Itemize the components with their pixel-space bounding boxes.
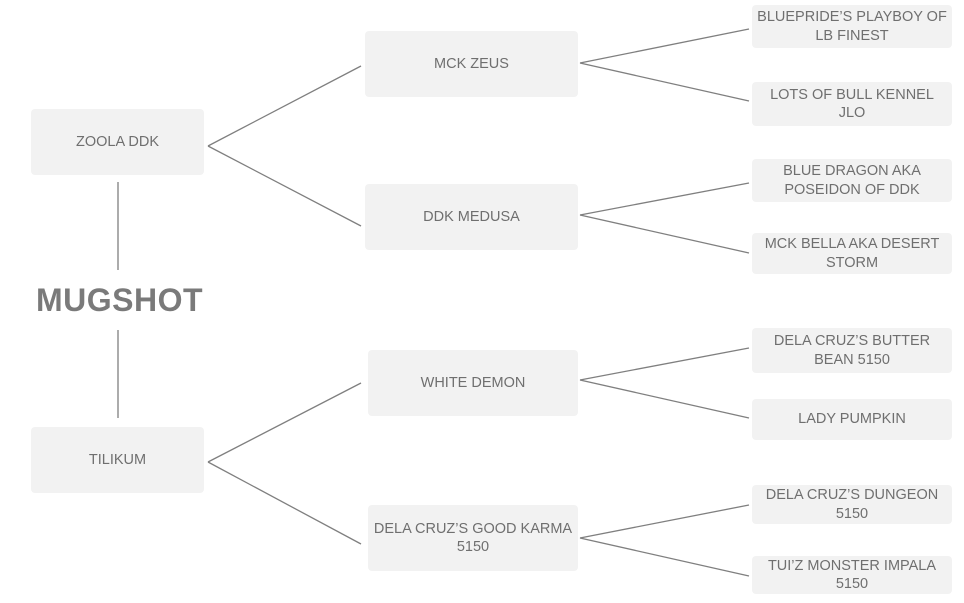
- sire-dam-sire-box: BLUE DRAGON AKA POSEIDON OF DDK: [752, 159, 952, 202]
- dam-dam-dam-box: TUI’Z MONSTER IMPALA 5150: [752, 556, 952, 594]
- sire-dam-box: DDK MEDUSA: [365, 184, 578, 250]
- connector-medusa-to-sire: [579, 182, 750, 216]
- connector-zeus-to-sire: [579, 28, 750, 64]
- connector-medusa-to-dam: [579, 214, 750, 254]
- connector-demon-to-dam: [579, 379, 750, 419]
- connector-dam-to-dam-dam: [207, 461, 362, 545]
- sire-sire-sire-box: BLUEPRIDE’S PLAYBOY OF LB FINEST: [752, 5, 952, 48]
- dam-dam-sire-box: DELA CRUZ’S DUNGEON 5150: [752, 485, 952, 524]
- sire-sire-box: MCK ZEUS: [365, 31, 578, 97]
- connector-karma-to-sire: [579, 504, 750, 539]
- dam-sire-sire-box: DELA CRUZ’S BUTTER BEAN 5150: [752, 328, 952, 373]
- connector-sire-to-sire-sire: [207, 65, 362, 147]
- dam-sire-box: WHITE DEMON: [368, 350, 578, 416]
- connector-sire-to-sire-dam: [207, 145, 362, 227]
- connector-zeus-to-dam: [579, 62, 750, 102]
- sire-box: ZOOLA DDK: [31, 109, 204, 175]
- connector-karma-to-dam: [579, 537, 750, 577]
- connector-demon-to-sire: [579, 347, 750, 381]
- dam-box: TILIKUM: [31, 427, 204, 493]
- subject-name: MUGSHOT: [36, 282, 204, 318]
- sire-sire-dam-box: LOTS OF BULL KENNEL JLO: [752, 82, 952, 126]
- sire-dam-dam-box: MCK BELLA AKA DESERT STORM: [752, 233, 952, 274]
- dam-dam-box: DELA CRUZ’S GOOD KARMA 5150: [368, 505, 578, 571]
- dam-sire-dam-box: LADY PUMPKIN: [752, 399, 952, 440]
- connector-dam-to-dam-sire: [207, 382, 362, 463]
